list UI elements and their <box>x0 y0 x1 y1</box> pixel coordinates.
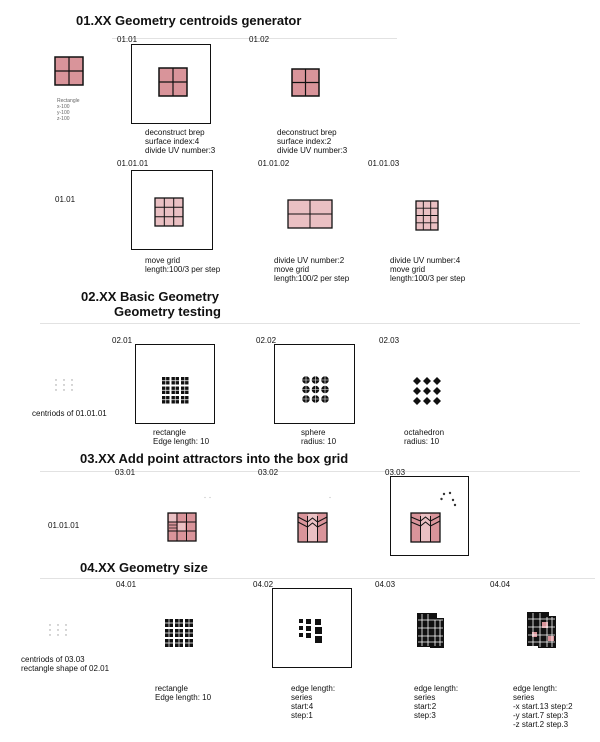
spheres-02-02 <box>302 376 329 403</box>
centroid-dots-s2 <box>55 379 73 391</box>
id-03-02: 03.02 <box>258 468 279 477</box>
id-04-04: 04.04 <box>490 580 511 589</box>
grid-01-01-03 <box>415 200 439 231</box>
id-01-02: 01.02 <box>249 35 270 44</box>
brep-01-02 <box>291 68 320 97</box>
caption-02-01: rectangle Edge length: 10 <box>153 428 210 446</box>
caption-01-01-02: divide UV number:2 move grid length:100/… <box>274 256 350 283</box>
id-02-03: 02.03 <box>379 336 400 345</box>
id-01-01-01: 01.01.01 <box>117 159 149 168</box>
attractor-grid-03-02 <box>297 512 328 543</box>
rectangles-02-01 <box>162 377 189 404</box>
attractor-points-03-03 <box>440 491 457 507</box>
section-1-title: 01.XX Geometry centroids generator <box>76 13 302 28</box>
section-4-title: 04.XX Geometry size <box>80 560 208 575</box>
id-04-02: 04.02 <box>253 580 274 589</box>
caption-04-04: edge length: series -x start.13 step:2 -… <box>513 684 573 729</box>
caption-04-01: rectangle Edge length: 10 <box>155 684 212 702</box>
sizes-04-01 <box>165 619 193 647</box>
frame-02-02 <box>274 344 355 424</box>
id-02-01: 02.01 <box>112 336 133 345</box>
octahedrons-02-03 <box>413 377 441 405</box>
id-04-03: 04.03 <box>375 580 396 589</box>
caption-04-03: edge length: series start:2 step:3 <box>414 684 459 720</box>
id-03-03: 03.03 <box>385 468 406 477</box>
caption-01-01-03: divide UV number:4 move grid length:100/… <box>390 256 466 283</box>
caption-01-01-01: move grid length:100/3 per step <box>145 256 221 274</box>
id-02-02: 02.02 <box>256 336 277 345</box>
attractor-grid-03-01 <box>167 512 197 542</box>
section-2-title: 02.XX Basic Geometry <box>81 289 220 304</box>
sizes-04-03 <box>417 613 444 648</box>
id-01-01-02: 01.01.02 <box>258 159 290 168</box>
caption-01-01: deconstruct brep surface index:4 divide … <box>145 128 216 155</box>
caption-04-02: edge length: series start:4 step:1 <box>291 684 336 720</box>
brep-01-01 <box>158 67 188 97</box>
attractor-points-03-01 <box>204 496 211 499</box>
row2-side-label: 01.01 <box>55 195 76 204</box>
sizes-04-02 <box>299 619 322 643</box>
id-03-01: 03.01 <box>115 468 136 477</box>
sizes-04-04 <box>527 612 556 648</box>
caption-02-02: sphere radius: 10 <box>301 428 337 446</box>
section-2-rule <box>40 323 580 324</box>
section-4-rule <box>40 578 595 579</box>
section-1-rule <box>112 38 397 39</box>
section-3-side-label: 01.01.01 <box>48 521 80 530</box>
section-3-rule <box>40 471 580 472</box>
grid-01-01-02 <box>287 199 333 229</box>
id-01-01-03: 01.01.03 <box>368 159 400 168</box>
frame-04-02 <box>272 588 352 668</box>
attractor-points-03-02 <box>329 496 331 499</box>
section-4-side-label: centriods of 03.03 rectangle shape of 02… <box>21 655 110 673</box>
section-2-side-label: centriods of 01.01.01 <box>32 409 107 418</box>
id-04-01: 04.01 <box>116 580 137 589</box>
section-3-title: 03.XX Add point attractors into the box … <box>80 451 349 466</box>
caption-02-03: octahedron radius: 10 <box>404 428 445 446</box>
section-2-subtitle: Geometry testing <box>114 304 221 319</box>
id-01-01: 01.01 <box>117 35 138 44</box>
grid-01-01-01 <box>154 197 184 227</box>
attractor-grid-03-03 <box>410 512 441 543</box>
input-rectangle <box>54 56 84 86</box>
caption-01-02: deconstruct brep surface index:2 divide … <box>277 128 348 155</box>
centroid-dots-s4 <box>49 624 67 636</box>
input-rectangle-label: Rectangle x-100 y-100 z-100 <box>57 98 80 122</box>
